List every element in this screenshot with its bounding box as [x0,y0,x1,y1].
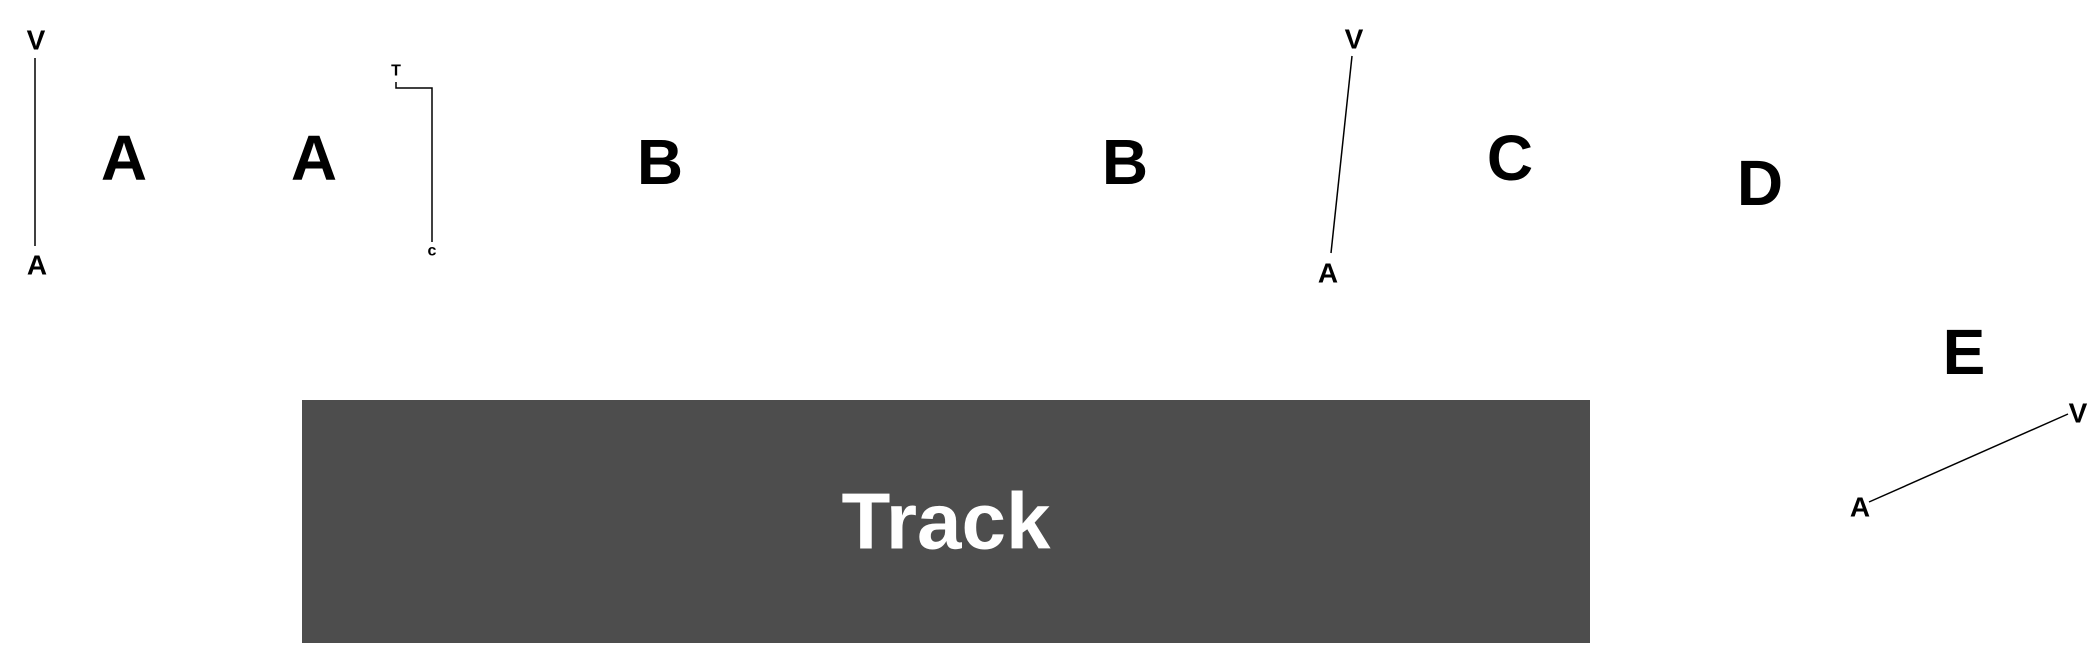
letter-e: E [1943,316,1986,388]
track: Track [302,400,1590,643]
vector-v1-top-label: V [27,25,46,56]
vector-v1-bottom-label: A [27,250,47,281]
bracket-tc: T c [391,63,436,260]
vector-v2-bottom-label: A [1318,258,1338,289]
track-label: Track [841,477,1051,566]
bracket-line [395,82,433,242]
letter-a-1: A [101,122,147,194]
vector-v1: V A [27,25,47,281]
letter-c: C [1487,122,1533,194]
letter-b-2: B [1102,126,1148,198]
vector-v3: V A [1850,398,2088,523]
vector-v2: V A [1318,24,1364,289]
vector-v3-right-label: V [2069,398,2088,429]
vector-v3-left-label: A [1850,492,1870,523]
vector-v2-line [1330,55,1353,254]
bracket-bottom-label: c [428,243,437,260]
letter-b-1: B [637,126,683,198]
vector-v2-top-label: V [1345,24,1364,55]
letter-a-2: A [291,122,337,194]
bracket-top-label: T [391,63,401,80]
letter-d: D [1737,147,1783,219]
vector-v3-line [1868,413,2069,503]
track-box [302,400,1590,643]
